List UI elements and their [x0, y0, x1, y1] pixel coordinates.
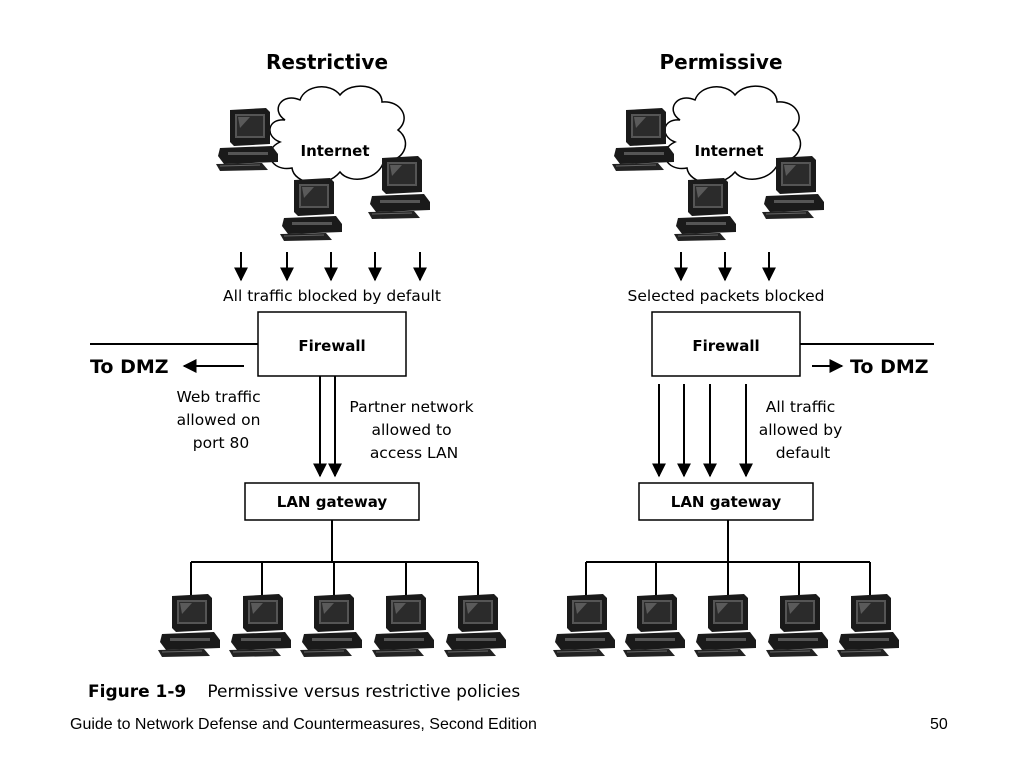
blocked-label: All traffic blocked by default [223, 287, 441, 305]
firewall-label: Firewall [298, 337, 365, 355]
firewall-box [257, 311, 407, 377]
computer-icon [215, 107, 279, 172]
figure-caption: Figure 1-9 Permissive versus restrictive… [88, 682, 520, 702]
lan-gateway-box [638, 482, 814, 521]
computer-icon [552, 593, 616, 658]
allowed-arrows [652, 384, 753, 478]
dmz-label: To DMZ [90, 356, 169, 378]
lan-bus [190, 520, 479, 595]
permissive-panel: Permissive Internet Selected packets blo… [552, 50, 934, 658]
figure-caption-text: Permissive versus restrictive policies [207, 682, 520, 702]
lan-bus [585, 520, 871, 595]
footer-book-title: Guide to Network Defense and Countermeas… [70, 716, 537, 733]
dmz-label: To DMZ [850, 356, 929, 378]
internet-label: Internet [694, 142, 763, 160]
computer-icon [622, 593, 686, 658]
computer-icon [279, 177, 343, 242]
computer-icon [673, 177, 737, 242]
figure-number: Figure 1-9 [88, 682, 186, 702]
computer-icon [299, 593, 363, 658]
inbound-arrows [674, 252, 776, 282]
web-traffic-label: Web traffic allowed on port 80 [176, 388, 265, 452]
inbound-arrows [234, 252, 427, 282]
computer-icon [371, 593, 435, 658]
blocked-label: Selected packets blocked [628, 287, 825, 305]
permissive-title: Permissive [659, 50, 782, 74]
firewall-label: Firewall [692, 337, 759, 355]
footer-page-number: 50 [930, 716, 948, 733]
lan-gateway-label: LAN gateway [671, 493, 782, 511]
internet-label: Internet [300, 142, 369, 160]
computer-icon [693, 593, 757, 658]
computer-icon [443, 593, 507, 658]
all-traffic-label: All traffic allowed by default [759, 398, 848, 462]
lan-gateway-label: LAN gateway [277, 493, 388, 511]
computer-icon [611, 107, 675, 172]
computer-icon [157, 593, 221, 658]
computer-icon [765, 593, 829, 658]
partner-label: Partner network allowed to access LAN [349, 398, 478, 462]
computer-icon [228, 593, 292, 658]
restrictive-title: Restrictive [266, 50, 388, 74]
restrictive-panel: Restrictive Internet All traffic blocked… [90, 50, 507, 658]
computer-icon [836, 593, 900, 658]
